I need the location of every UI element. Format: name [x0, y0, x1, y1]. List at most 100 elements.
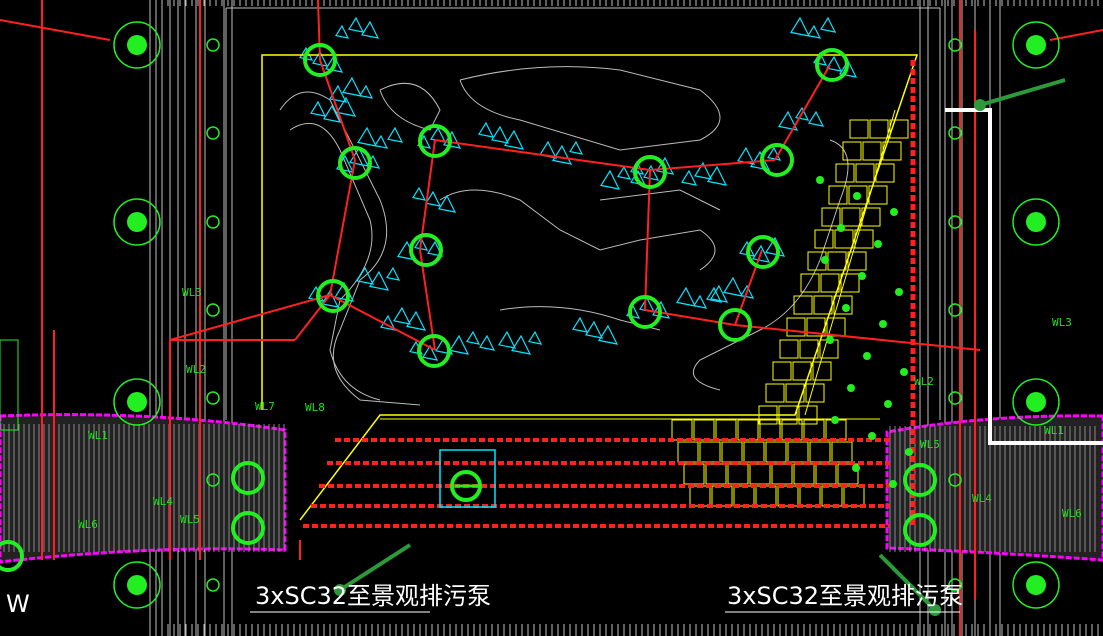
lamp-symbol — [1012, 561, 1060, 609]
yellow-pool-outline — [261, 54, 919, 521]
spray-nozzle — [900, 368, 908, 376]
stone — [585, 320, 604, 339]
stone — [357, 126, 378, 147]
contour-line — [459, 66, 721, 151]
spray-nozzle — [821, 256, 829, 264]
white-pipe — [945, 108, 1103, 445]
small-fixture — [948, 391, 962, 405]
arrow-shaft — [979, 78, 1066, 107]
spray-nozzle — [879, 320, 887, 328]
step-cell — [792, 361, 812, 381]
step-cell — [843, 485, 865, 507]
stone — [808, 110, 825, 127]
stone — [369, 270, 390, 291]
stone — [387, 126, 404, 143]
step-cell — [803, 419, 825, 441]
lamp-core — [127, 35, 147, 55]
step-cell — [831, 441, 853, 463]
fixture-ring — [409, 233, 443, 267]
stone — [412, 186, 427, 201]
step-cell — [715, 419, 737, 441]
fixture-ring — [0, 540, 24, 572]
stone — [310, 100, 327, 117]
step-cell — [733, 485, 755, 507]
step-cell — [848, 185, 868, 205]
stone — [617, 165, 632, 180]
stone — [374, 134, 389, 149]
small-fixture — [206, 38, 220, 52]
label-wl1-left: WL1 — [88, 429, 108, 442]
fixture-ring — [903, 513, 937, 547]
contour-line — [289, 122, 381, 401]
contour-line — [499, 306, 661, 331]
stone — [511, 334, 532, 355]
pump-note-right: 3xSC32至景观排污泵 — [727, 582, 963, 610]
small-fixture — [206, 126, 220, 140]
magenta-bridge-bands — [0, 413, 1103, 564]
step-cell — [778, 405, 798, 425]
pipe-line — [419, 249, 436, 351]
small-fixture — [206, 578, 220, 592]
stone — [767, 146, 782, 161]
stone — [491, 125, 510, 144]
step-cell — [875, 163, 895, 183]
stone — [552, 144, 573, 165]
step-cell — [805, 383, 825, 403]
stone — [795, 106, 810, 121]
step-cell — [699, 441, 721, 463]
pipe-line — [1049, 29, 1103, 41]
step-cell — [854, 229, 874, 249]
label-wl5-right: WL5 — [920, 438, 940, 451]
spray-nozzle — [842, 304, 850, 312]
step-cell — [813, 295, 833, 315]
stone — [335, 24, 350, 39]
label-wl1-right: WL1 — [1044, 424, 1064, 437]
fixture-ring — [303, 43, 337, 77]
fixture-ring — [760, 143, 794, 177]
stone — [325, 54, 344, 73]
step-cell — [806, 317, 826, 337]
lamp-core — [1026, 212, 1046, 232]
stone — [342, 76, 363, 97]
step-cell — [799, 485, 821, 507]
pump-symbol — [450, 470, 482, 502]
pipe-line — [649, 159, 776, 171]
step-cell — [755, 485, 777, 507]
spray-nozzle — [853, 192, 861, 200]
step-cell — [868, 185, 888, 205]
step-cell — [815, 463, 837, 485]
stone — [693, 294, 708, 309]
lamp-core — [1026, 575, 1046, 595]
step-cell — [842, 141, 862, 161]
label-wl4-right: WL4 — [972, 492, 992, 505]
step-cell — [705, 463, 727, 485]
step-cell — [771, 463, 793, 485]
fixture-ring — [628, 295, 662, 329]
step-cell — [671, 419, 693, 441]
leader-box — [0, 339, 19, 431]
step-cell — [779, 339, 799, 359]
lamp-symbol — [113, 198, 161, 246]
stone — [312, 50, 329, 67]
step-cell — [849, 119, 869, 139]
terrain-contours — [279, 66, 849, 406]
stone — [336, 96, 357, 117]
fixture-ring — [231, 511, 265, 545]
pipe-line — [734, 249, 763, 326]
small-fixture — [948, 126, 962, 140]
step-cell — [749, 463, 771, 485]
stone — [422, 344, 439, 361]
stone — [826, 55, 843, 72]
contour-line — [599, 189, 721, 211]
lamp-core — [1026, 35, 1046, 55]
lamp-core — [1026, 392, 1046, 412]
stone — [694, 161, 713, 180]
step-cell — [847, 251, 867, 271]
step-cell — [821, 485, 843, 507]
step-cell — [809, 441, 831, 463]
spray-nozzle — [816, 176, 824, 184]
stone — [466, 330, 481, 345]
label-wl4-left: WL4 — [153, 495, 173, 508]
fixture-ring — [746, 235, 780, 269]
